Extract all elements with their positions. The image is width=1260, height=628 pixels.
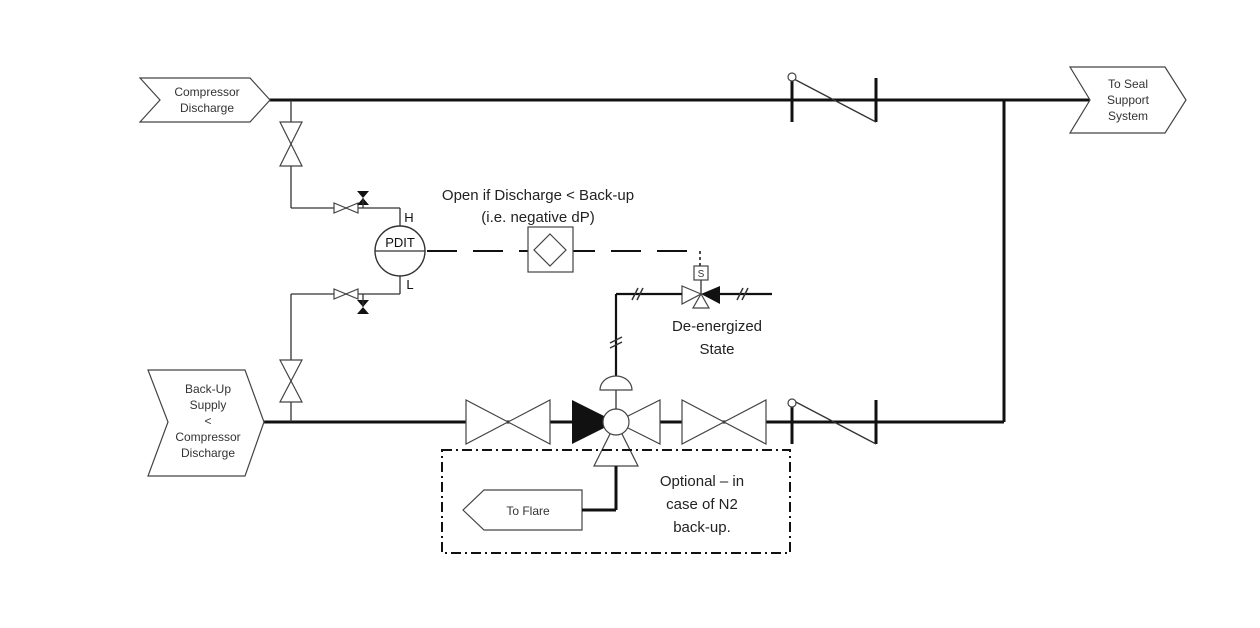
- optional-boundary-box: [441, 449, 791, 554]
- gate-valve-lower-vertical: [279, 359, 303, 403]
- seal-support-label-2: Support: [1107, 93, 1150, 107]
- to-flare-connector: To Flare: [462, 489, 583, 531]
- pdit-instrument: PDIT H L: [374, 210, 426, 292]
- backup-label-4: Compressor: [175, 430, 240, 444]
- backup-label-3: <: [204, 414, 211, 428]
- gate-valve-bottom-right: [681, 399, 767, 445]
- signal-line: [427, 250, 701, 266]
- backup-label-1: Back-Up: [185, 382, 231, 396]
- compressor-discharge-label-1: Compressor: [174, 85, 239, 99]
- flare-line: [582, 466, 618, 512]
- open-if-label-2: (i.e. negative dP): [481, 209, 594, 226]
- small-valve-high: [333, 191, 369, 214]
- optional-label-2: case of N2: [666, 496, 738, 513]
- seal-support-label-3: System: [1108, 109, 1148, 123]
- to-flare-label: To Flare: [506, 504, 550, 518]
- deenergized-label-2: State: [699, 341, 734, 358]
- compressor-discharge-connector: Compressor Discharge: [138, 77, 271, 123]
- check-valve-top: [787, 72, 878, 123]
- three-way-control-valve: [572, 375, 661, 467]
- seal-support-label-1: To Seal: [1108, 77, 1148, 91]
- deenergized-label-1: De-energized: [672, 318, 762, 335]
- backup-label-2: Supply: [190, 398, 227, 412]
- pdit-high-tag: H: [404, 210, 413, 225]
- optional-label-3: back-up.: [673, 519, 731, 536]
- gate-valve-bottom-left: [465, 399, 551, 445]
- seal-support-connector: To Seal Support System: [1068, 66, 1187, 134]
- logic-function-block: [527, 226, 574, 273]
- backup-supply-connector: Back-Up Supply < Compressor Discharge: [147, 369, 265, 477]
- compressor-discharge-label-2: Discharge: [180, 101, 234, 115]
- small-valve-low: [333, 288, 369, 314]
- pdit-low-tag: L: [406, 277, 413, 292]
- pdit-high-leg: [290, 100, 401, 232]
- open-if-label-1: Open if Discharge < Back-up: [442, 187, 634, 204]
- pdit-tag: PDIT: [385, 235, 415, 250]
- optional-label-1: Optional – in: [660, 473, 744, 490]
- backup-label-5: Discharge: [181, 446, 235, 460]
- pdit-low-leg: [290, 270, 401, 422]
- solenoid-tag: S: [698, 269, 705, 280]
- check-valve-bottom: [787, 398, 878, 445]
- pneumatic-line: [609, 287, 772, 383]
- gate-valve-upper-vertical: [279, 121, 303, 167]
- solenoid-valve: S: [681, 265, 720, 309]
